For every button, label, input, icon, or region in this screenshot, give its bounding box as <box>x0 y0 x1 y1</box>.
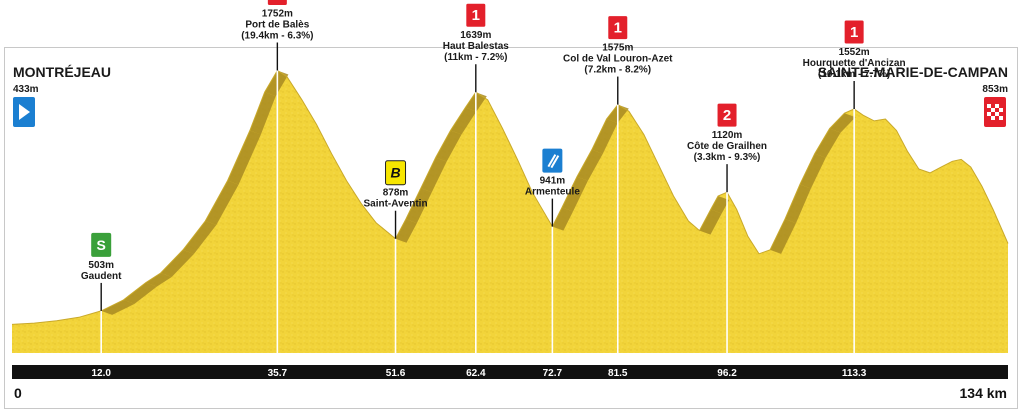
flag-check <box>995 104 999 108</box>
km-tick-label: 72.7 <box>543 368 563 379</box>
climb-category-badge-icon: 2 <box>716 102 738 128</box>
climb-category-badge-icon: 1 <box>607 15 629 41</box>
km-tick-label: 35.7 <box>268 368 288 379</box>
point-detail: (3.3km - 9.3%) <box>694 152 761 163</box>
feed-zone-icon <box>542 148 563 173</box>
km-tick-label: 81.5 <box>608 368 628 379</box>
profile-shade <box>552 207 573 231</box>
km-tick-label: 12.0 <box>91 368 111 379</box>
profile-shade <box>395 219 417 243</box>
sprint-badge-icon: S <box>91 232 112 257</box>
profile-shade <box>205 180 239 225</box>
point-name: Port de Balès <box>245 19 309 30</box>
point-name: Hourquette d'Ancizan <box>803 58 906 69</box>
profile-shade <box>770 219 796 254</box>
point-name: Saint-Aventin <box>363 199 427 210</box>
profile-shade <box>814 128 841 158</box>
badge-bg <box>91 232 112 257</box>
x-start-label: 0 <box>14 385 22 401</box>
profile-shade <box>576 149 603 181</box>
profile-shade <box>160 249 194 277</box>
profile-shade <box>101 299 135 315</box>
finish-altitude: 853m <box>982 84 1008 95</box>
climb-category-badge-icon: 1 <box>843 19 865 45</box>
point-name: Col de Val Louron-Azet <box>563 54 673 65</box>
point-detail: (19.4km - 6.3%) <box>241 30 313 41</box>
profile-shade <box>829 113 856 133</box>
start-flag-icon <box>13 97 35 127</box>
flag-check <box>995 112 999 116</box>
point-detail: (7.2km - 8.2%) <box>584 65 651 76</box>
point-name: Côte de Grailhen <box>687 141 767 152</box>
badge-text: 1 <box>472 7 480 24</box>
point-altitude: 503m <box>88 260 114 271</box>
profile-shade <box>145 273 172 287</box>
km-tick-label: 62.4 <box>466 368 486 379</box>
flag-check <box>991 108 995 112</box>
finish-name: SAINTE-MARIE-DE-CAMPAN <box>818 64 1008 80</box>
km-tick-label: 51.6 <box>386 368 406 379</box>
profile-shade <box>435 130 462 162</box>
profile-shade <box>785 184 811 224</box>
flag-check <box>987 104 991 108</box>
badge-text: HC <box>270 0 284 1</box>
profile-shade <box>123 282 157 304</box>
profile-shade <box>562 176 588 212</box>
climb-category-badge-icon: 1 <box>465 2 487 28</box>
profile-shade <box>249 92 276 135</box>
flag-check <box>999 108 1003 112</box>
km-band <box>12 365 1008 379</box>
flag-check <box>991 116 995 120</box>
profile-shade <box>699 209 722 235</box>
km-tick-label: 113.3 <box>842 368 867 379</box>
profile-shade <box>183 221 217 254</box>
profile-shade <box>591 119 618 154</box>
badge-bg <box>266 0 288 6</box>
profile-shade <box>405 188 432 224</box>
badge-text: 1 <box>614 20 622 37</box>
profile-shade <box>710 196 730 214</box>
point-name: Armenteule <box>525 187 580 198</box>
start-name: MONTRÉJEAU <box>13 64 111 80</box>
profile-shade <box>227 130 261 185</box>
point-altitude: 1752m <box>262 8 293 19</box>
start-altitude: 433m <box>13 84 39 95</box>
profile-shade <box>264 70 289 97</box>
point-altitude: 878m <box>383 188 409 199</box>
flag-check <box>987 112 991 116</box>
point-detail: (11km - 7.2%) <box>444 52 507 63</box>
point-altitude: 1639m <box>460 30 491 41</box>
badge-text: S <box>97 237 106 253</box>
badge-bg <box>843 19 865 45</box>
badge-text: 2 <box>723 107 731 124</box>
badge-glyph <box>550 155 560 169</box>
point-altitude: 1575m <box>602 43 633 54</box>
flag-check <box>999 116 1003 120</box>
finish-flag-icon <box>984 97 1006 127</box>
badge-glyph <box>547 154 557 168</box>
point-detail: (10.1km - 7.7%) <box>818 69 890 80</box>
badge-text: 1 <box>850 24 858 41</box>
badge-bg <box>716 102 738 128</box>
point-name: Haut Balestas <box>443 41 510 52</box>
point-altitude: 1552m <box>839 47 870 58</box>
badge-bg <box>465 2 487 28</box>
point-name: Gaudent <box>81 271 122 282</box>
climb-hc-badge-icon: HC <box>266 0 288 6</box>
profile-outline <box>11 69 1009 325</box>
point-altitude: 941m <box>540 176 566 187</box>
x-end-label: 134 km <box>960 385 1007 401</box>
badge-bg <box>607 15 629 41</box>
point-altitude: 1120m <box>712 130 743 141</box>
bonus-badge-icon: B <box>385 160 407 186</box>
badge-text: B <box>390 165 400 181</box>
profile-shade <box>799 153 826 189</box>
badge-bg <box>385 160 407 186</box>
profile-shade <box>420 157 447 193</box>
km-tick-label: 96.2 <box>717 368 737 379</box>
profile-shade <box>450 107 477 135</box>
profile-area <box>12 70 1008 353</box>
